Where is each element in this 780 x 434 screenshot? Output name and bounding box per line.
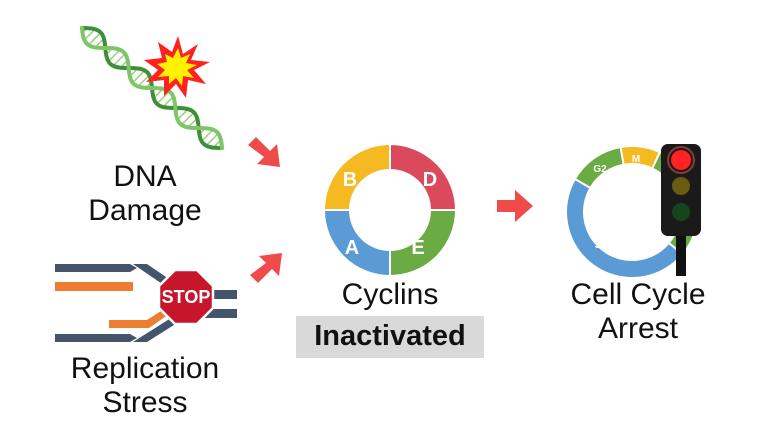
arrow-dna-to-cyclins — [248, 137, 280, 167]
dna-base-pair — [200, 129, 214, 142]
traffic-light-icon — [661, 144, 701, 276]
dna-base-pair — [162, 96, 174, 108]
cyclin-b-label: B — [343, 169, 357, 191]
phase-g2-label: G2 — [593, 164, 607, 175]
dna-base-pair — [112, 53, 126, 67]
dna-damage-line2: Damage — [88, 194, 202, 227]
replication-stress-line1: Replication — [70, 352, 220, 385]
cyclin-ring: B D E A — [322, 142, 458, 278]
dna-base-pair — [83, 28, 96, 41]
replication-stress-label: Replication Stress — [55, 352, 235, 420]
inactivated-badge: Inactivated — [296, 316, 484, 358]
dna-base-pair — [156, 90, 171, 105]
phase-s-label: S — [595, 240, 602, 251]
cell-cycle-arrest-line2: Arrest — [597, 312, 678, 345]
phase-m-label: M — [632, 154, 640, 165]
dna-base-pair — [107, 49, 121, 62]
cyclin-d-label: D — [423, 169, 437, 191]
dna-base-pair — [205, 132, 219, 147]
stop-sign-text: STOP — [162, 287, 211, 307]
dna-base-pair — [180, 111, 195, 126]
replication-stress-line2: Stress — [102, 386, 188, 419]
cyclin-a-label: A — [345, 237, 359, 259]
dna-damage-icon — [80, 26, 224, 150]
dna-base-pair — [87, 32, 102, 46]
arrow-stress-to-cyclins — [250, 253, 282, 283]
cell-cycle-arrest-line1: Cell Cycle — [570, 278, 706, 311]
dna-strand — [80, 26, 224, 150]
phase-s-segment — [565, 177, 684, 279]
arrow-cyclins-to-arrest — [497, 190, 533, 222]
cell-cycle-arrest-label: Cell Cycle Arrest — [548, 278, 728, 346]
dna-base-pair — [176, 108, 189, 121]
replication-fork-icon: STOP — [55, 264, 237, 342]
dna-base-pair — [137, 74, 150, 88]
cell-cycle-ring: G2 M S — [565, 144, 701, 279]
cyclin-segment-a — [322, 209, 391, 278]
cyclins-label: Cyclins — [341, 278, 439, 311]
dna-base-pair — [132, 69, 146, 84]
stop-sign-icon: STOP — [157, 268, 215, 326]
dna-damage-line1: DNA — [113, 160, 177, 193]
cyclin-e-label: E — [411, 237, 424, 259]
dna-damage-label: DNA Damage — [75, 160, 215, 228]
